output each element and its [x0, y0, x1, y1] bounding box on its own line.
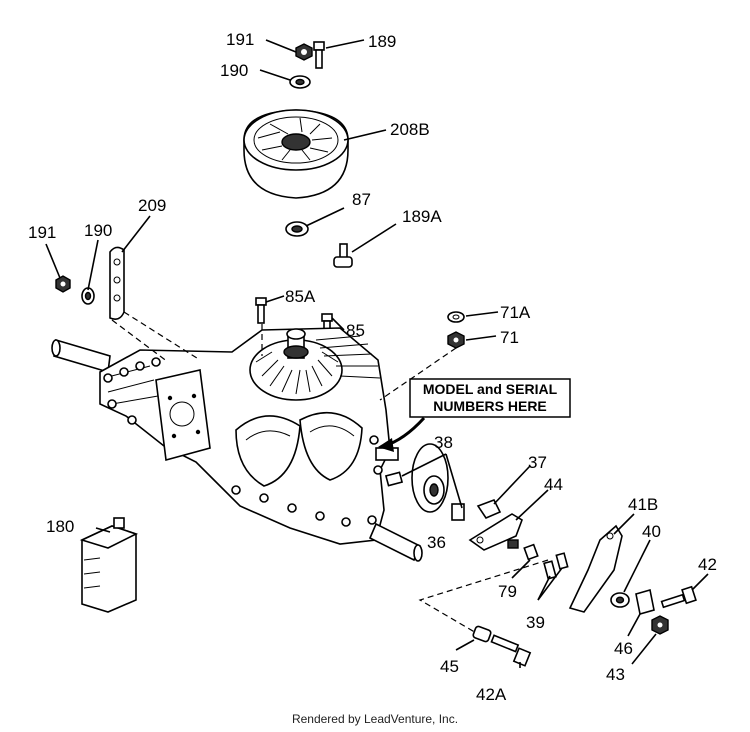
- footer-credit: Rendered by LeadVenture, Inc.: [291, 712, 459, 726]
- key-38a: [384, 471, 404, 487]
- note-line2: NUMBERS HERE: [433, 398, 547, 414]
- washer-190-top: [289, 75, 311, 89]
- washer-71a: [447, 311, 465, 323]
- nut-191-left: [55, 275, 71, 293]
- label-85: 85: [346, 321, 365, 340]
- label-189: 189: [368, 32, 396, 51]
- bolt-85a: [255, 297, 267, 324]
- label-42: 42: [698, 555, 717, 574]
- label-189a: 189A: [402, 207, 442, 226]
- bolt-42a: [490, 634, 532, 667]
- label-180: 180: [46, 517, 74, 536]
- label-46: 46: [614, 639, 633, 658]
- label-37: 37: [528, 453, 547, 472]
- nut-71: [447, 331, 465, 349]
- label-39: 39: [526, 613, 545, 632]
- link-209: [109, 246, 125, 320]
- washer-190-left: [81, 287, 95, 305]
- oil-bottle-180: [79, 517, 139, 613]
- nut-191-top: [295, 43, 313, 61]
- part-labels: 191 189 190 208B 87 189A 191 190 209 85A…: [28, 30, 717, 704]
- label-191-left: 191: [28, 223, 56, 242]
- bolt-189-top: [313, 41, 325, 69]
- label-191-top: 191: [226, 30, 254, 49]
- label-44: 44: [544, 475, 563, 494]
- pin-79: [523, 543, 539, 561]
- pulley-208b: [243, 109, 349, 199]
- bolt-42: [660, 585, 697, 609]
- arm-41b: [568, 524, 623, 613]
- label-87: 87: [352, 190, 371, 209]
- nut-43: [651, 615, 669, 635]
- plate-46: [635, 588, 655, 616]
- label-36: 36: [427, 533, 446, 552]
- bolt-189a: [333, 243, 353, 268]
- label-71: 71: [500, 328, 519, 347]
- model-serial-note: MODEL and SERIAL NUMBERS HERE: [378, 378, 571, 452]
- label-40: 40: [642, 522, 661, 541]
- spacer-87: [285, 221, 309, 237]
- pins-39: [543, 552, 569, 580]
- arm-44: [468, 513, 523, 551]
- washer-40: [610, 592, 630, 608]
- label-38: 38: [434, 433, 453, 452]
- label-45: 45: [440, 657, 459, 676]
- bracket-37: [476, 498, 502, 519]
- label-79: 79: [498, 582, 517, 601]
- transaxle: [51, 327, 423, 562]
- label-209: 209: [138, 196, 166, 215]
- spacer-45: [472, 625, 492, 643]
- label-190-left: 190: [84, 221, 112, 240]
- label-208b: 208B: [390, 120, 430, 139]
- note-line1: MODEL and SERIAL: [423, 381, 558, 397]
- label-71a: 71A: [500, 303, 531, 322]
- label-41b: 41B: [628, 495, 658, 514]
- pulley-36: [411, 443, 449, 513]
- key-38b: [451, 503, 465, 521]
- label-85a: 85A: [285, 287, 316, 306]
- label-190-top: 190: [220, 61, 248, 80]
- leader-lines: [45, 39, 709, 668]
- label-42a: 42A: [476, 685, 507, 704]
- label-43: 43: [606, 665, 625, 684]
